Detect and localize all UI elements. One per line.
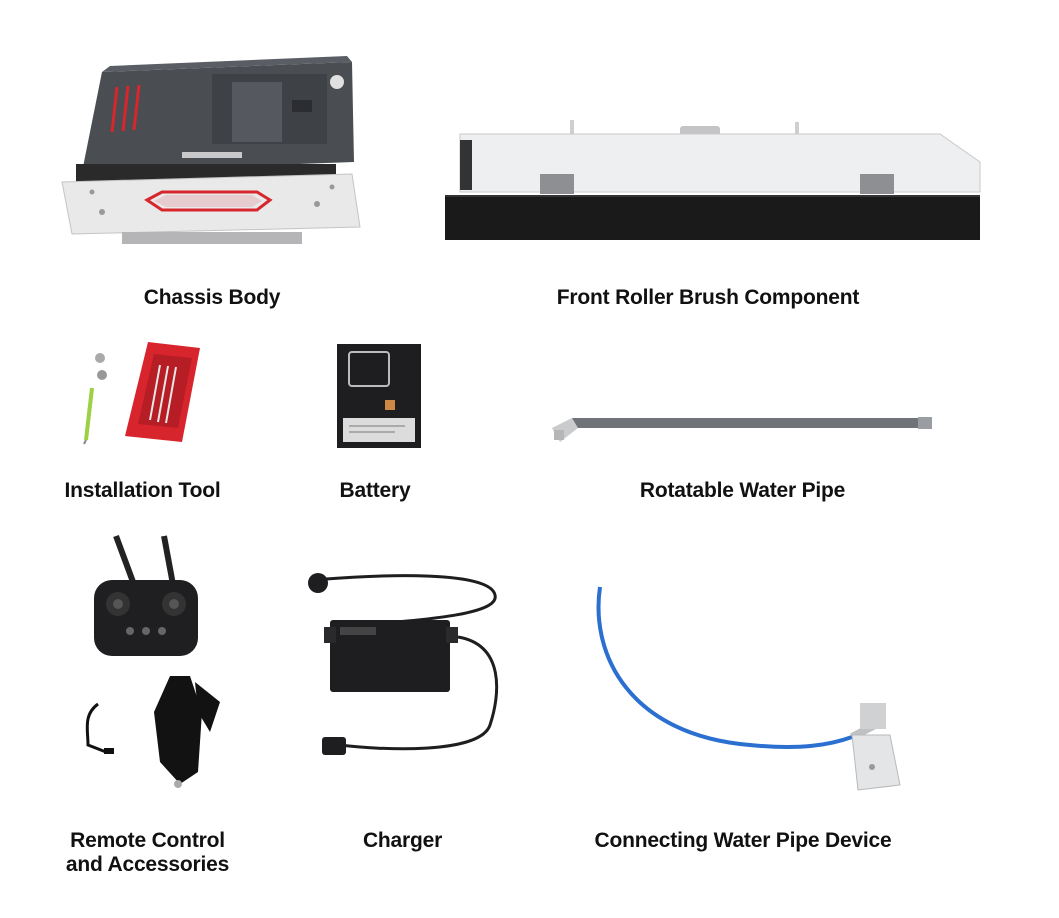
chassis-body-image (61, 56, 361, 244)
charger-image (308, 573, 499, 755)
front-roller-brush-image (445, 120, 981, 240)
front-roller-brush-label: Front Roller Brush Component (556, 286, 860, 309)
chassis-body-label: Chassis Body (143, 286, 281, 309)
installation-tool-image (83, 342, 200, 445)
remote-control-label-line1: Remote Control (70, 829, 225, 852)
battery-label: Battery (339, 479, 411, 502)
charger-label: Charger (362, 829, 443, 852)
lanyard-image (154, 676, 220, 788)
rotatable-water-pipe-label: Rotatable Water Pipe (639, 479, 846, 502)
connecting-water-pipe-label: Connecting Water Pipe Device (594, 829, 892, 852)
battery-image (337, 344, 421, 448)
connecting-water-pipe-image (596, 586, 901, 791)
remote-control-image (94, 534, 198, 656)
installation-tool-label: Installation Tool (64, 479, 221, 502)
usb-cable-image (85, 702, 114, 754)
remote-control-label: Remote Control and Accessories (45, 829, 250, 877)
remote-control-label-line2: and Accessories (65, 853, 230, 876)
rotatable-water-pipe-image (552, 417, 932, 442)
